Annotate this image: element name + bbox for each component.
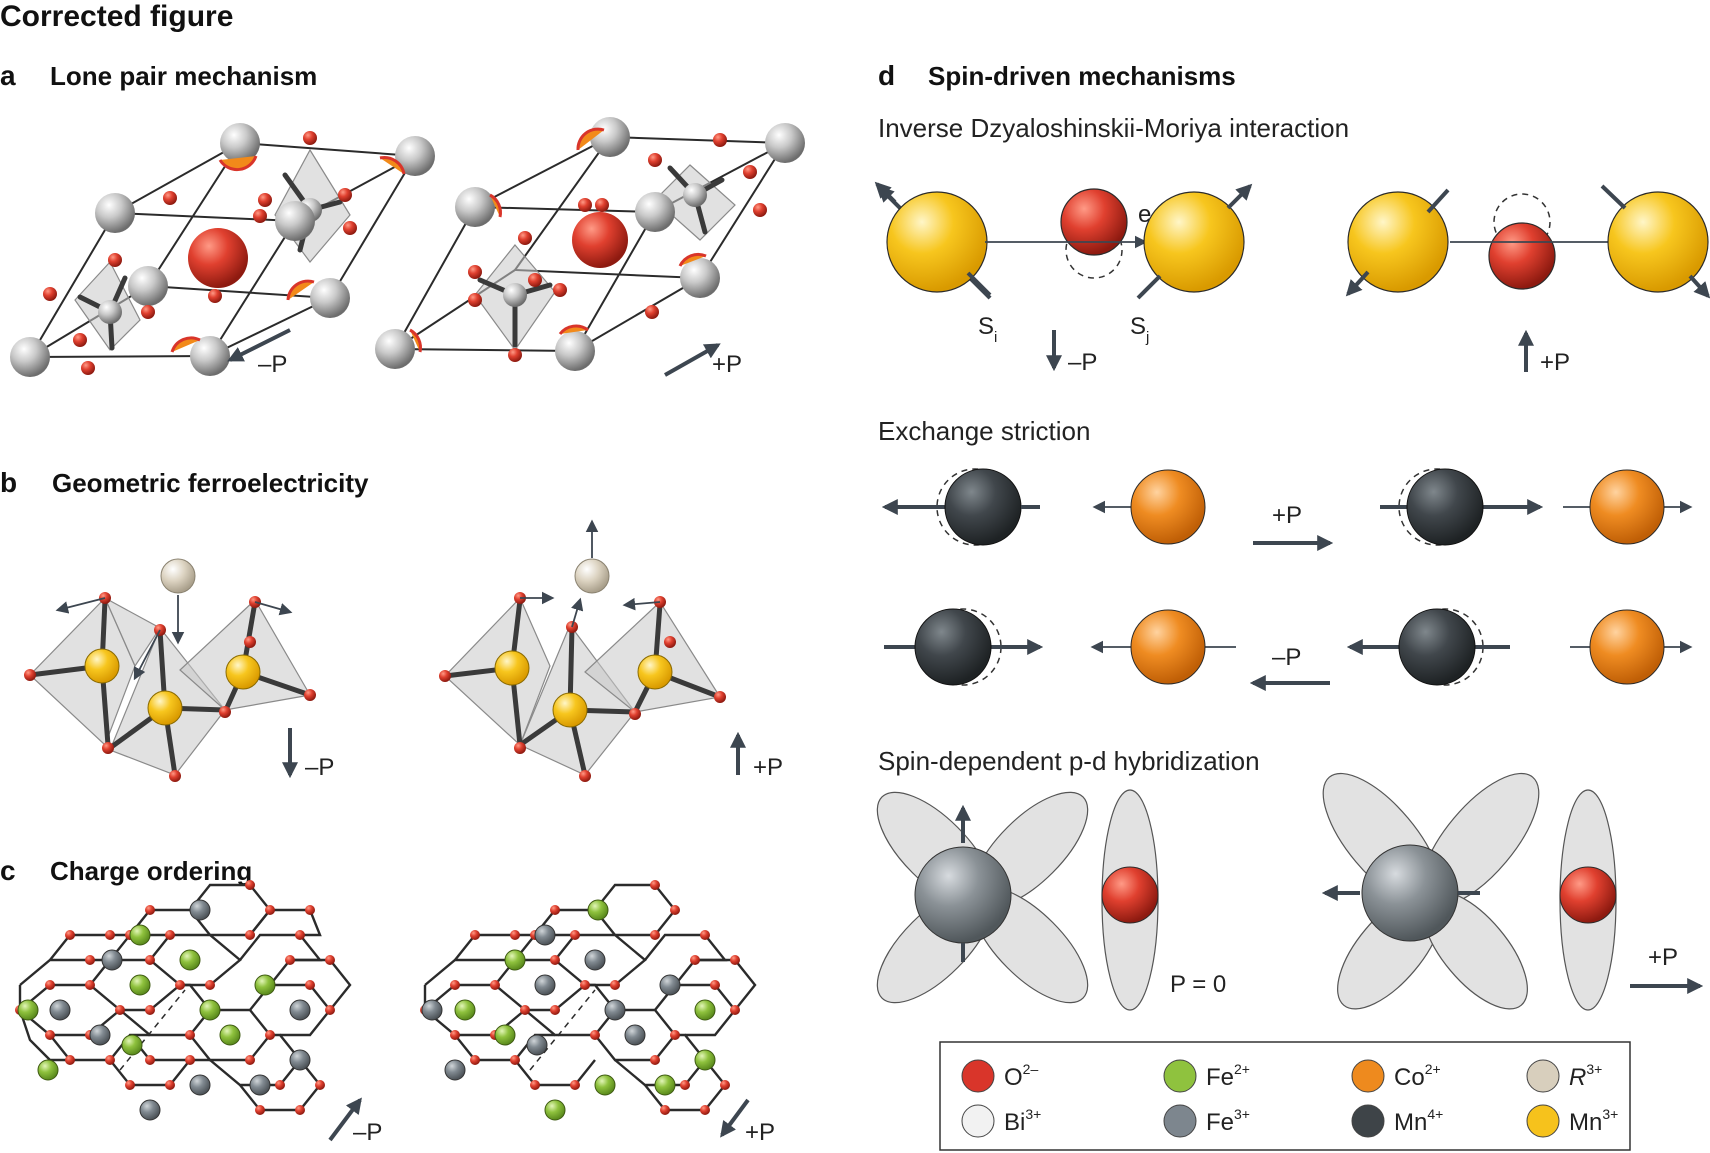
panel-d: d Spin-driven mechanisms Inverse Dzyalos… — [874, 60, 1710, 1011]
panel-d-letter: d — [878, 60, 895, 91]
dm-title: Inverse Dzyaloshinskii-Moriya interactio… — [878, 113, 1349, 143]
panel-a-right-polarization: +P — [712, 351, 742, 378]
panel-b-heading: Geometric ferroelectricity — [52, 468, 369, 498]
panel-c-heading: Charge ordering — [50, 856, 252, 886]
legend-label: Fe2+ — [1206, 1061, 1250, 1091]
panel-a-left-polarization: –P — [258, 351, 287, 378]
panel-b-right-polarization: +P — [753, 754, 783, 781]
polarization-arrow — [720, 1098, 750, 1138]
pd-left: P = 0 — [876, 789, 1226, 1011]
dm-right-polarization: +P — [1540, 349, 1570, 376]
legend-label: Mn4+ — [1394, 1106, 1443, 1136]
panel-a-letter: a — [0, 60, 16, 91]
bi3-ion-icon — [961, 1104, 995, 1138]
exchange-row-top: +P — [881, 468, 1693, 551]
panel-a: a Lone pair mechanism — [0, 60, 805, 378]
co2-ion-icon — [1351, 1059, 1385, 1093]
exchange-bottom-polarization: –P — [1272, 644, 1301, 671]
panel-c: c Charge ordering — [0, 855, 775, 1146]
dm-si-label: Si — [978, 313, 997, 346]
fe2-ion-icon — [1163, 1059, 1197, 1093]
dm-left: eij Si Sj –P — [874, 181, 1253, 376]
pd-title: Spin-dependent p-d hybridization — [878, 746, 1260, 776]
exchange-title: Exchange striction — [878, 416, 1090, 446]
panel-b-letter: b — [0, 467, 17, 498]
dm-right: +P — [1345, 184, 1710, 376]
panel-c-right-polarization: +P — [745, 1119, 775, 1146]
pd-zero-polarization: P = 0 — [1170, 971, 1226, 998]
lone-pair-lobe — [572, 212, 628, 268]
geometric-structure-left: –P — [24, 558, 334, 782]
legend-label: Mn3+ — [1569, 1106, 1618, 1136]
legend-label: Bi3+ — [1004, 1106, 1041, 1136]
legend-label: O2– — [1004, 1061, 1038, 1091]
lone-pair-cell-right: +P — [375, 117, 805, 378]
lone-pair-cell-left: –P — [10, 123, 435, 378]
panel-c-left-polarization: –P — [353, 1119, 382, 1146]
legend-label: Co2+ — [1394, 1061, 1441, 1091]
panel-c-letter: c — [0, 855, 16, 886]
panel-a-heading: Lone pair mechanism — [50, 61, 317, 91]
dm-left-polarization: –P — [1068, 349, 1097, 376]
panel-b-left-polarization: –P — [305, 754, 334, 781]
panel-b: b Geometric ferroelectricity — [0, 467, 783, 782]
exchange-top-polarization: +P — [1272, 502, 1302, 529]
polarization-arrow — [328, 1097, 362, 1142]
dm-sj-label: Sj — [1130, 313, 1149, 346]
fe3-ion-icon — [1163, 1104, 1197, 1138]
charge-order-left: –P — [15, 880, 382, 1146]
pd-right-polarization: +P — [1648, 944, 1678, 971]
pd-right: +P — [1321, 772, 1704, 1011]
polarization-arrow — [664, 343, 721, 377]
oxygen-ion-icon — [961, 1059, 995, 1093]
mn4-ion-icon — [1351, 1104, 1385, 1138]
legend-label: Fe3+ — [1206, 1106, 1250, 1136]
mn3-ion-icon — [1526, 1104, 1560, 1138]
legend-box — [939, 1041, 1631, 1151]
legend-label: R3+ — [1569, 1061, 1602, 1091]
figure-title: Corrected figure — [0, 0, 233, 33]
polarization-arrow — [227, 328, 291, 362]
charge-order-right: +P — [420, 880, 775, 1146]
exchange-row-bottom: –P — [884, 608, 1693, 691]
lone-pair-lobe — [188, 228, 248, 288]
r3-ion-icon — [1526, 1059, 1560, 1093]
panel-d-heading: Spin-driven mechanisms — [928, 61, 1236, 91]
geometric-structure-right: +P — [439, 519, 783, 782]
legend: O2– Fe2+ Co2+ R3+ Bi3+ Fe3+ Mn4+ Mn3+ — [939, 1041, 1631, 1151]
